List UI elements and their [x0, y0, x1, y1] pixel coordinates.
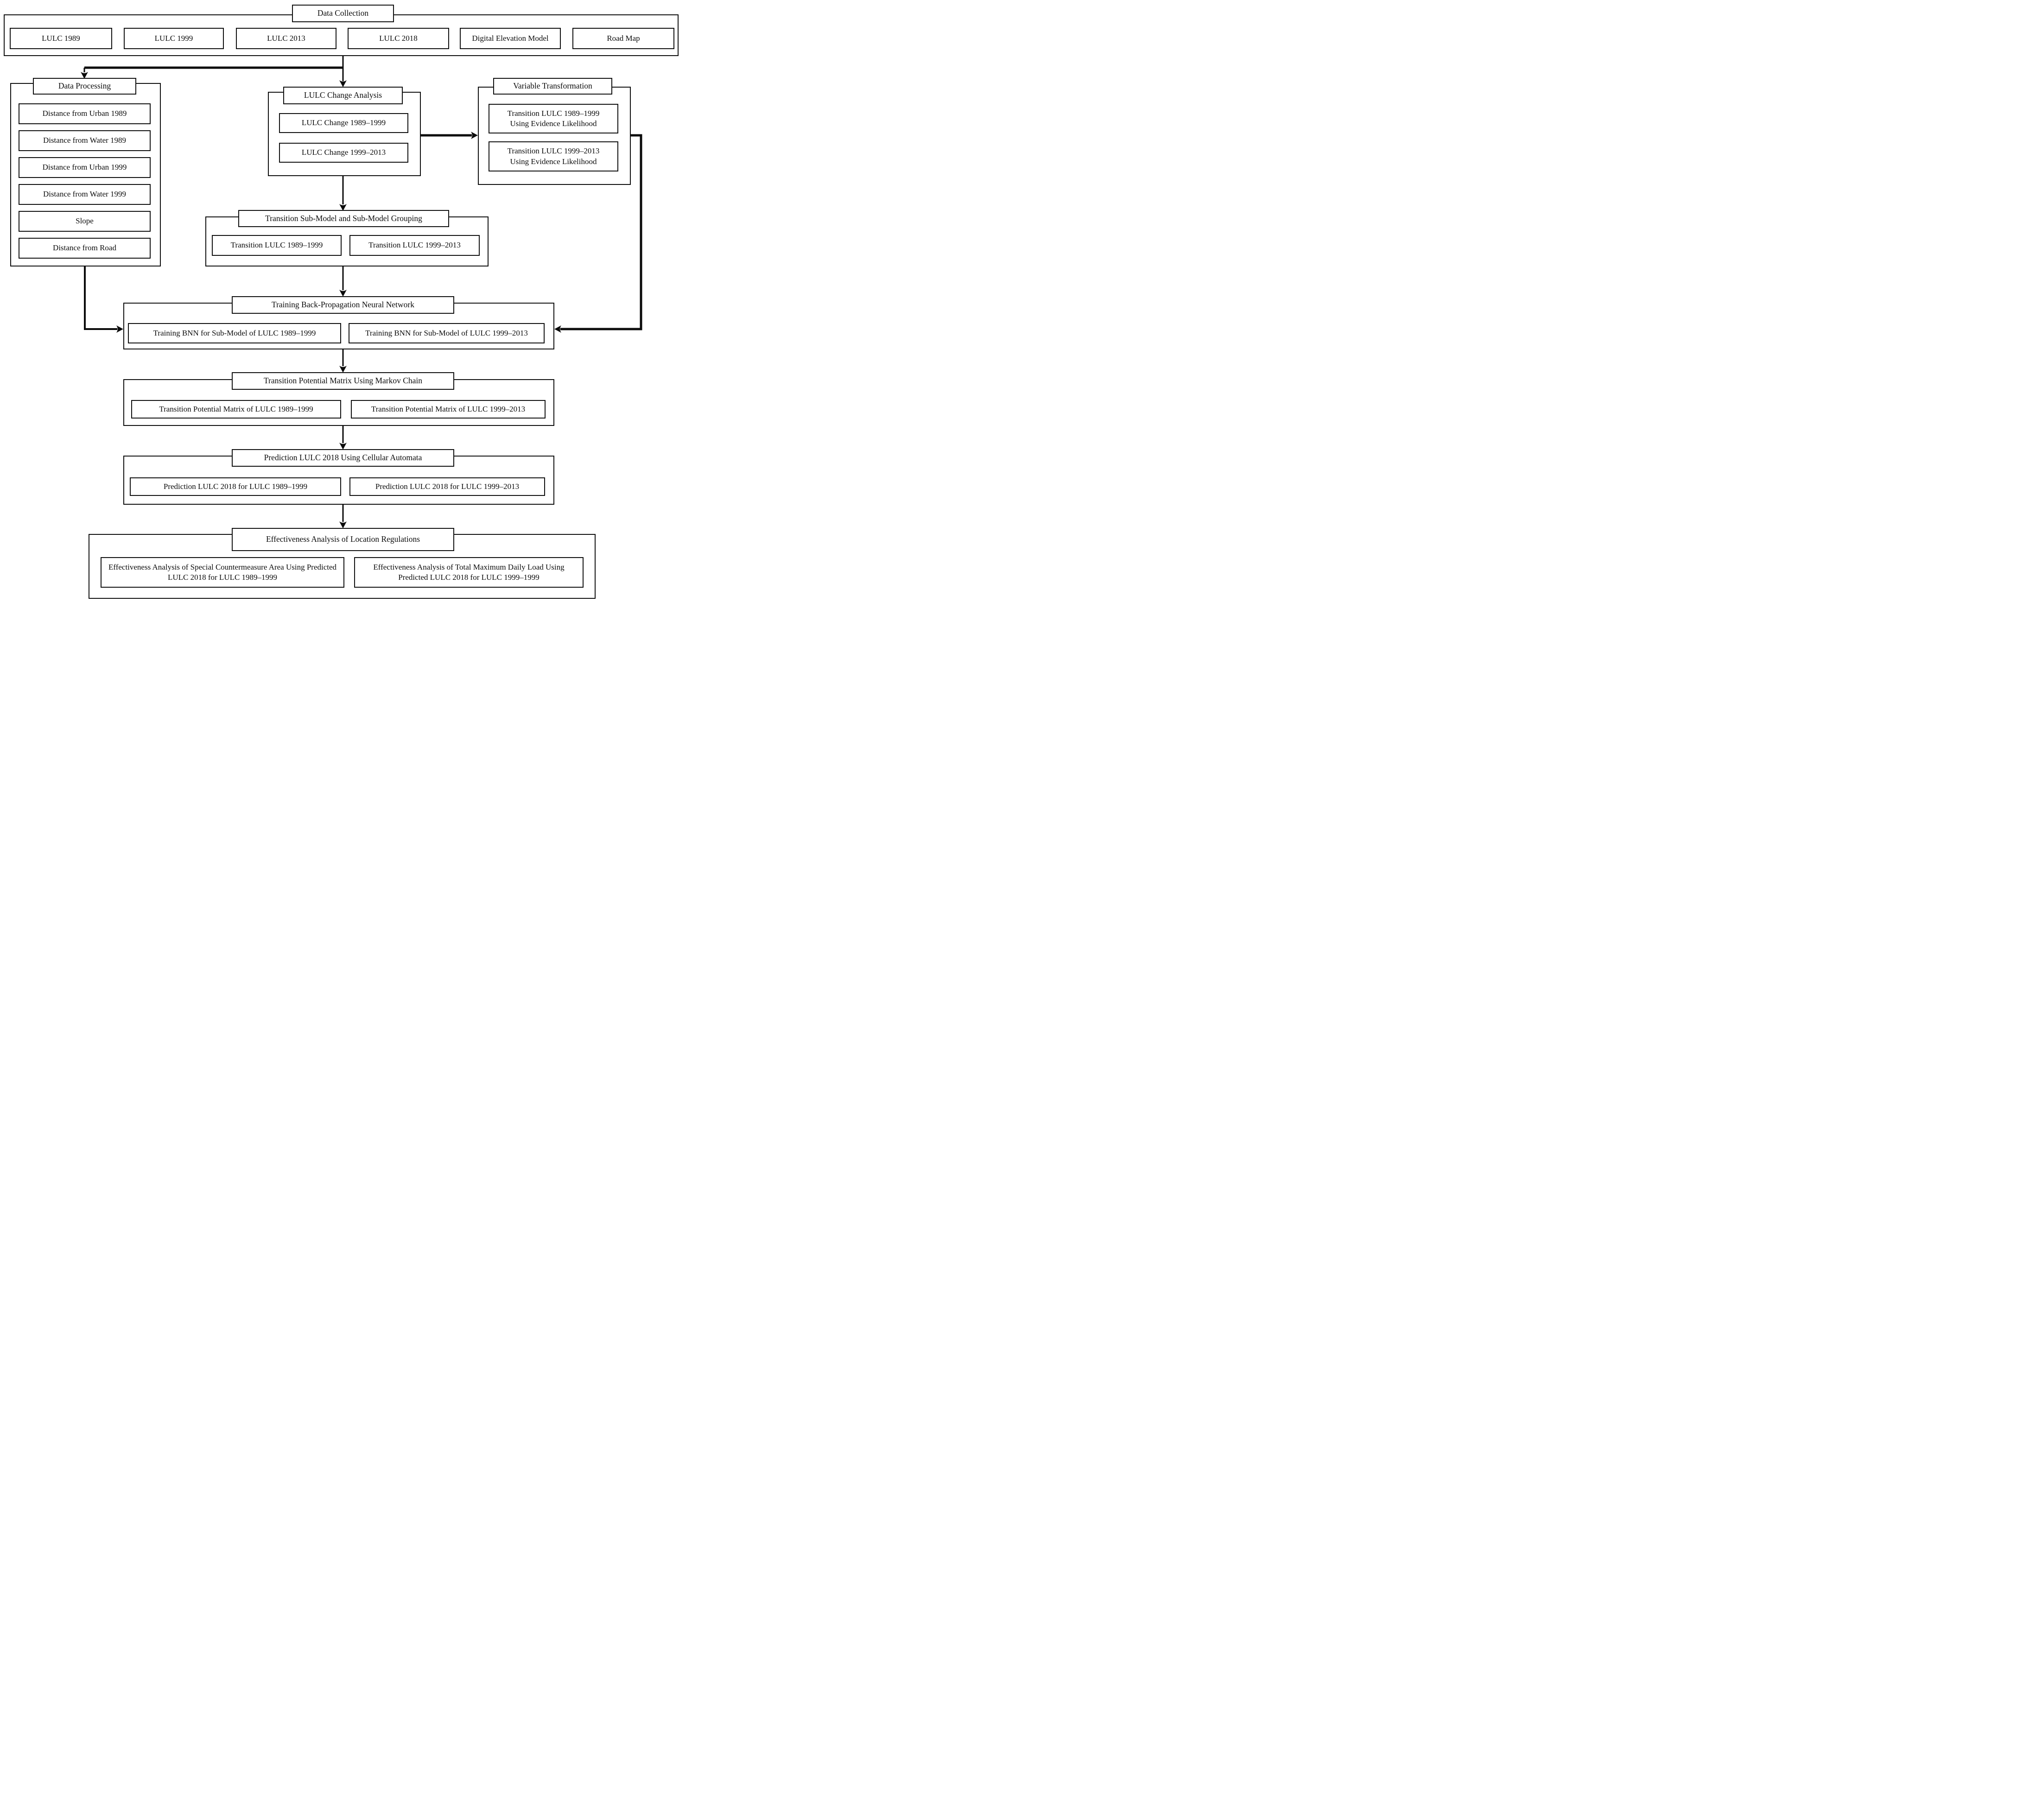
data-collection-item: LULC 1989 [10, 28, 112, 49]
lulc-change-analysis-title-label: LULC Change Analysis [304, 90, 382, 100]
effectiveness-item-label: Effectiveness Analysis of Total Maximum … [373, 562, 565, 582]
lulc-change-item-label: LULC Change 1989–1999 [301, 118, 386, 127]
data-collection-title: Data Collection [292, 5, 394, 22]
transition-matrix-title: Transition Potential Matrix Using Markov… [232, 372, 454, 390]
arrow-stem-transformation-to-training [560, 134, 642, 330]
prediction-item-label: Prediction LULC 2018 for LULC 1989–1999 [163, 482, 308, 491]
variable-transformation-item-label: Transition LULC 1989–1999 Using Evidence… [507, 108, 600, 128]
data-collection-title-label: Data Collection [317, 8, 369, 18]
transition-submodel-item: Transition LULC 1999–2013 [349, 235, 480, 256]
variable-transformation-title-label: Variable Transformation [513, 81, 592, 91]
arrowhead-to-matrix [339, 366, 347, 373]
transition-matrix-item-label: Transition Potential Matrix of LULC 1989… [159, 404, 313, 413]
transition-matrix-item: Transition Potential Matrix of LULC 1999… [351, 400, 546, 419]
transition-submodel-item-label: Transition LULC 1989–1999 [230, 241, 323, 250]
data-collection-item-label: Digital Elevation Model [472, 33, 549, 43]
transition-matrix-item: Transition Potential Matrix of LULC 1989… [131, 400, 341, 419]
effectiveness-item: Effectiveness Analysis of Special Counte… [101, 557, 344, 588]
data-processing-item: Slope [19, 211, 151, 232]
data-collection-item-label: LULC 1989 [42, 33, 80, 43]
training-bnn-item: Training BNN for Sub-Model of LULC 1989–… [128, 323, 341, 343]
flowchart: Data Collection LULC 1989 LULC 1999 LULC… [0, 0, 681, 603]
arrowhead-to-prediction [339, 443, 347, 450]
prediction-item: Prediction LULC 2018 for LULC 1989–1999 [130, 477, 341, 496]
data-processing-item: Distance from Water 1999 [19, 184, 151, 205]
prediction-title-label: Prediction LULC 2018 Using Cellular Auto… [264, 453, 422, 463]
data-processing-item: Distance from Water 1989 [19, 130, 151, 151]
arrow-stem-processing-to-training [84, 266, 117, 330]
data-collection-item: Road Map [572, 28, 674, 49]
training-bnn-item-label: Training BNN for Sub-Model of LULC 1989–… [153, 328, 316, 337]
arrowhead-to-effectiveness [339, 521, 347, 528]
data-processing-item-label: Distance from Urban 1989 [42, 109, 127, 118]
arrowhead-to-lulcchange [339, 80, 347, 87]
arrowhead-to-training [339, 290, 347, 297]
training-bnn-item: Training BNN for Sub-Model of LULC 1999–… [349, 323, 545, 343]
training-bnn-title-label: Training Back-Propagation Neural Network [272, 300, 414, 310]
lulc-change-item: LULC Change 1999–2013 [279, 143, 408, 163]
data-processing-item: Distance from Urban 1989 [19, 103, 151, 124]
training-bnn-title: Training Back-Propagation Neural Network [232, 296, 454, 314]
effectiveness-title-label: Effectiveness Analysis of Location Regul… [266, 534, 420, 544]
data-processing-item-label: Distance from Water 1989 [43, 136, 127, 145]
lulc-change-item-label: LULC Change 1999–2013 [301, 148, 386, 157]
variable-transformation-title: Variable Transformation [493, 78, 612, 95]
variable-transformation-item: Transition LULC 1989–1999 Using Evidence… [489, 104, 618, 133]
effectiveness-title: Effectiveness Analysis of Location Regul… [232, 528, 454, 551]
data-processing-item-label: Distance from Road [53, 243, 116, 253]
variable-transformation-item: Transition LULC 1999–2013 Using Evidence… [489, 141, 618, 171]
arrowhead-to-submodel [339, 204, 347, 211]
data-processing-item: Distance from Urban 1999 [19, 157, 151, 178]
connector-arrows [81, 56, 642, 528]
training-bnn-item-label: Training BNN for Sub-Model of LULC 1999–… [365, 328, 528, 337]
data-collection-item-label: LULC 2018 [379, 33, 418, 43]
arrowhead-processing-to-training [116, 325, 123, 333]
transition-submodel-item: Transition LULC 1989–1999 [212, 235, 342, 256]
data-collection-item: LULC 1999 [124, 28, 224, 49]
prediction-title: Prediction LULC 2018 Using Cellular Auto… [232, 449, 454, 467]
transition-submodel-item-label: Transition LULC 1999–2013 [368, 241, 461, 250]
transition-submodel-title: Transition Sub-Model and Sub-Model Group… [238, 210, 449, 227]
variable-transformation-item-label: Transition LULC 1999–2013 Using Evidence… [507, 146, 600, 166]
data-processing-item-label: Distance from Urban 1999 [42, 163, 127, 172]
data-collection-item: Digital Elevation Model [460, 28, 561, 49]
data-collection-item: LULC 2018 [348, 28, 449, 49]
data-processing-item-label: Slope [76, 216, 94, 226]
data-collection-item-label: Road Map [607, 33, 640, 43]
transition-matrix-title-label: Transition Potential Matrix Using Markov… [263, 376, 423, 386]
prediction-item-label: Prediction LULC 2018 for LULC 1999–2013 [375, 482, 520, 491]
transition-matrix-item-label: Transition Potential Matrix of LULC 1999… [371, 404, 526, 413]
data-processing-item: Distance from Road [19, 238, 151, 259]
effectiveness-item-label: Effectiveness Analysis of Special Counte… [108, 562, 337, 582]
effectiveness-item: Effectiveness Analysis of Total Maximum … [354, 557, 584, 588]
lulc-change-analysis-title: LULC Change Analysis [283, 87, 403, 104]
data-collection-item-label: LULC 2013 [267, 33, 305, 43]
data-collection-item-label: LULC 1999 [154, 33, 193, 43]
lulc-change-analysis-group [268, 92, 421, 176]
data-processing-title-label: Data Processing [58, 81, 111, 91]
data-processing-title: Data Processing [33, 78, 136, 95]
data-processing-item-label: Distance from Water 1999 [43, 190, 127, 199]
data-collection-item: LULC 2013 [236, 28, 336, 49]
prediction-item: Prediction LULC 2018 for LULC 1999–2013 [349, 477, 545, 496]
arrowhead-to-transformation [471, 132, 478, 139]
transition-submodel-title-label: Transition Sub-Model and Sub-Model Group… [265, 213, 422, 223]
arrowhead-to-dataprocessing [81, 72, 88, 79]
lulc-change-item: LULC Change 1989–1999 [279, 113, 408, 133]
arrowhead-transformation-to-training [554, 325, 561, 333]
